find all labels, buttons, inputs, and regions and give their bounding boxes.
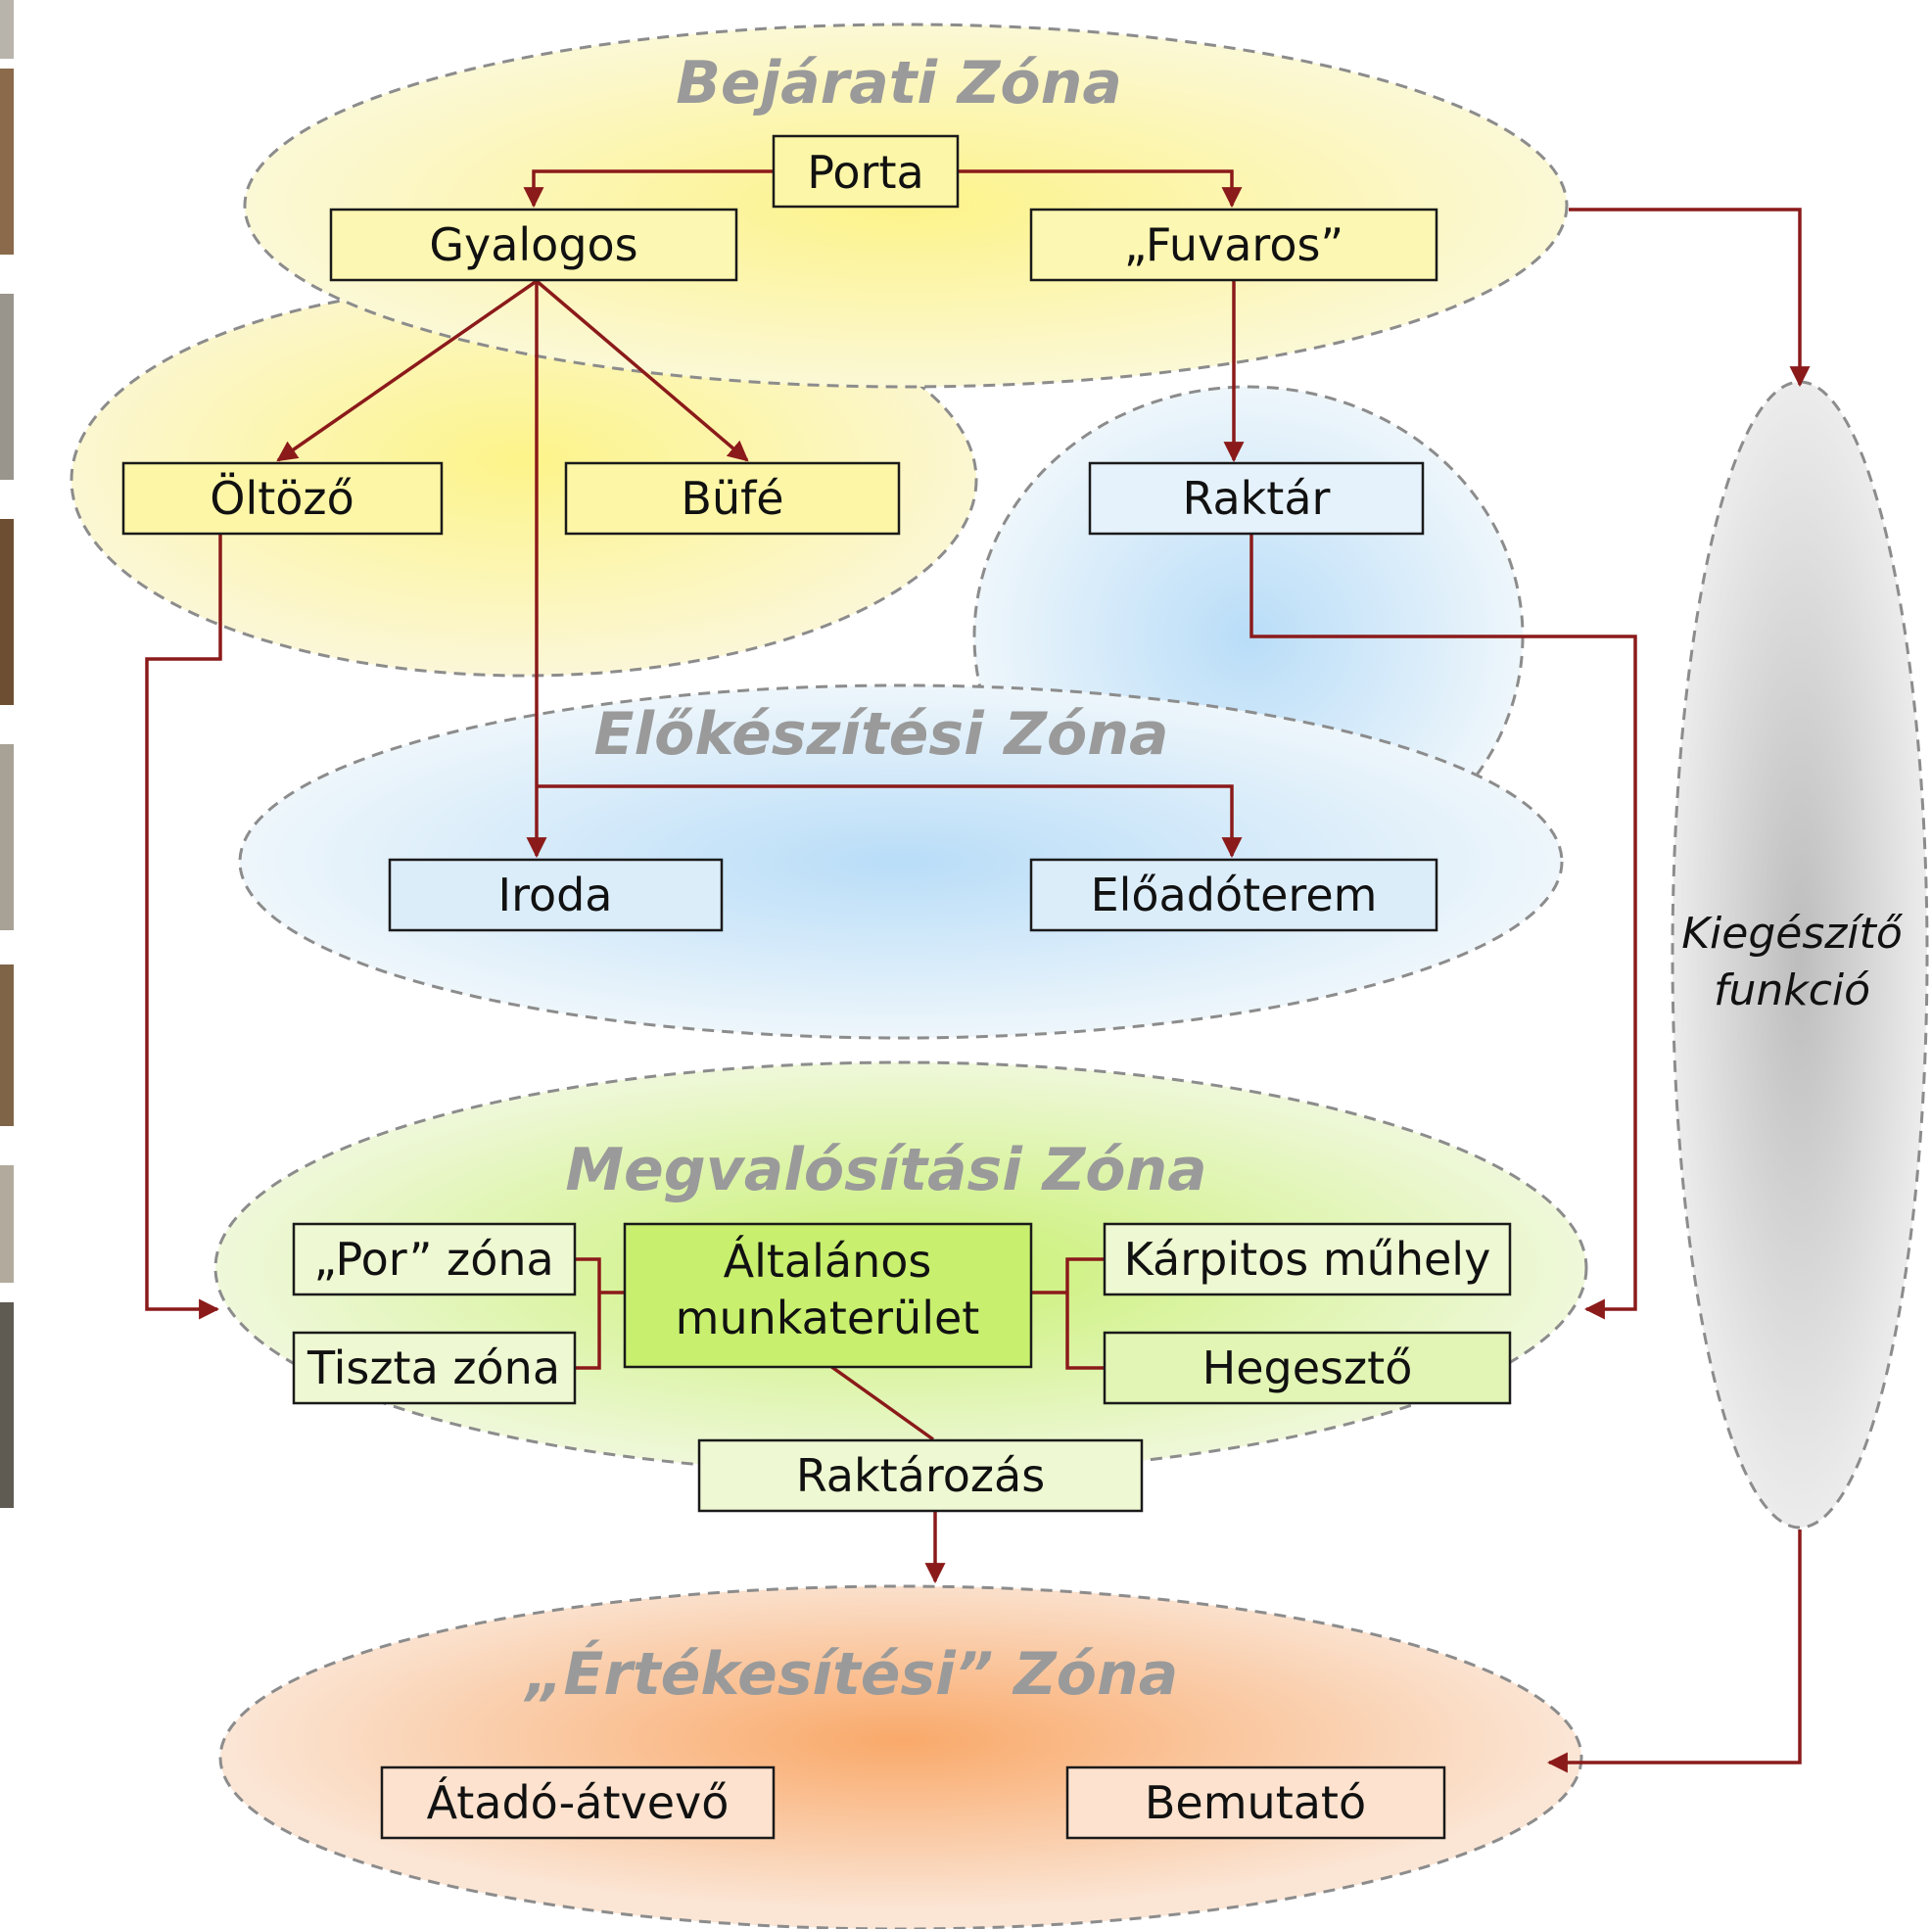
connector-gyalogos-oltozo: [276, 279, 538, 462]
zone-title-implementation: Megvalósítási Zóna: [565, 1136, 1206, 1204]
connector-oltozo-implementation: [145, 535, 222, 1320]
svg-text:munkaterület: munkaterület: [676, 1292, 980, 1344]
zone-title-preparation: Előkészítési Zóna: [594, 700, 1169, 769]
zone-preparation-ellipse: [238, 683, 1564, 1040]
svg-text:Öltöző: Öltöző: [210, 472, 353, 525]
svg-text:Bemutató: Bemutató: [1145, 1776, 1366, 1829]
box-gyalogos[interactable]: Gyalogos: [329, 208, 738, 282]
svg-text:Általános: Általános: [724, 1235, 932, 1288]
svg-text:Iroda: Iroda: [498, 869, 613, 921]
connector-raktar-implementation: [1249, 535, 1637, 1320]
box-porta[interactable]: Porta: [772, 134, 960, 209]
connector-gyalogos-bufe: [535, 279, 749, 462]
side-label-line2: funkció: [1714, 965, 1870, 1015]
svg-text:Büfé: Büfé: [681, 472, 783, 525]
zone-title-entrance: Bejárati Zóna: [676, 49, 1122, 118]
svg-text:Porta: Porta: [807, 146, 923, 199]
box-raktarozas[interactable]: Raktározás: [697, 1438, 1144, 1513]
svg-text:Átadó-átvevő: Átadó-átvevő: [427, 1776, 730, 1829]
box-iroda[interactable]: Iroda: [388, 858, 724, 932]
svg-text:Raktár: Raktár: [1183, 472, 1331, 525]
svg-text:Hegesztő: Hegesztő: [1202, 1341, 1413, 1394]
box-atado-atvevo[interactable]: Átadó-átvevő: [380, 1765, 776, 1840]
zone-sales-ellipse: [218, 1584, 1583, 1929]
svg-text:„Fuvaros”: „Fuvaros”: [1124, 218, 1344, 271]
connector-general-raktarozas: [828, 1364, 935, 1441]
zone-side-ellipse: [1671, 380, 1929, 1529]
connector-split-eloadoterem: [537, 784, 1243, 859]
box-bufe[interactable]: Büfé: [564, 461, 901, 536]
svg-text:Tiszta zóna: Tiszta zóna: [306, 1341, 560, 1394]
connector-side-sales: [1546, 1529, 1802, 1773]
box-altalanos-munkaterulet[interactable]: Általános munkaterület: [623, 1222, 1033, 1369]
side-label-line1: Kiegészítő: [1681, 909, 1904, 959]
box-por-zona[interactable]: „Por” zóna: [292, 1222, 577, 1296]
connector-porta-fuvaros: [958, 169, 1243, 209]
box-tiszta-zona[interactable]: Tiszta zóna: [292, 1331, 577, 1405]
svg-text:Kárpitos műhely: Kárpitos műhely: [1124, 1233, 1491, 1286]
svg-text:Gyalogos: Gyalogos: [429, 218, 637, 271]
photo-strip: [0, 0, 14, 1929]
box-hegeszto[interactable]: Hegesztő: [1103, 1331, 1512, 1405]
connector-por-general: [575, 1257, 601, 1370]
box-fuvaros[interactable]: „Fuvaros”: [1029, 208, 1438, 282]
svg-text:„Por” zóna: „Por” zóna: [313, 1233, 553, 1286]
box-eloadoterem[interactable]: Előadóterem: [1029, 858, 1438, 932]
connector-entrance-side: [1569, 208, 1811, 388]
box-oltozo[interactable]: Öltöző: [121, 461, 444, 536]
connector-porta-gyalogos: [523, 169, 774, 209]
svg-text:Raktározás: Raktározás: [796, 1449, 1045, 1502]
box-bemutato[interactable]: Bemutató: [1065, 1765, 1446, 1840]
svg-text:Előadóterem: Előadóterem: [1091, 869, 1378, 921]
connector-karpitos-hegeszto: [1065, 1257, 1105, 1370]
box-raktar[interactable]: Raktár: [1088, 461, 1425, 536]
connectors: [145, 169, 1811, 1773]
zone-title-sales: „Értékesítési” Zóna: [523, 1638, 1178, 1709]
box-karpitos-muhely[interactable]: Kárpitos műhely: [1103, 1222, 1512, 1296]
